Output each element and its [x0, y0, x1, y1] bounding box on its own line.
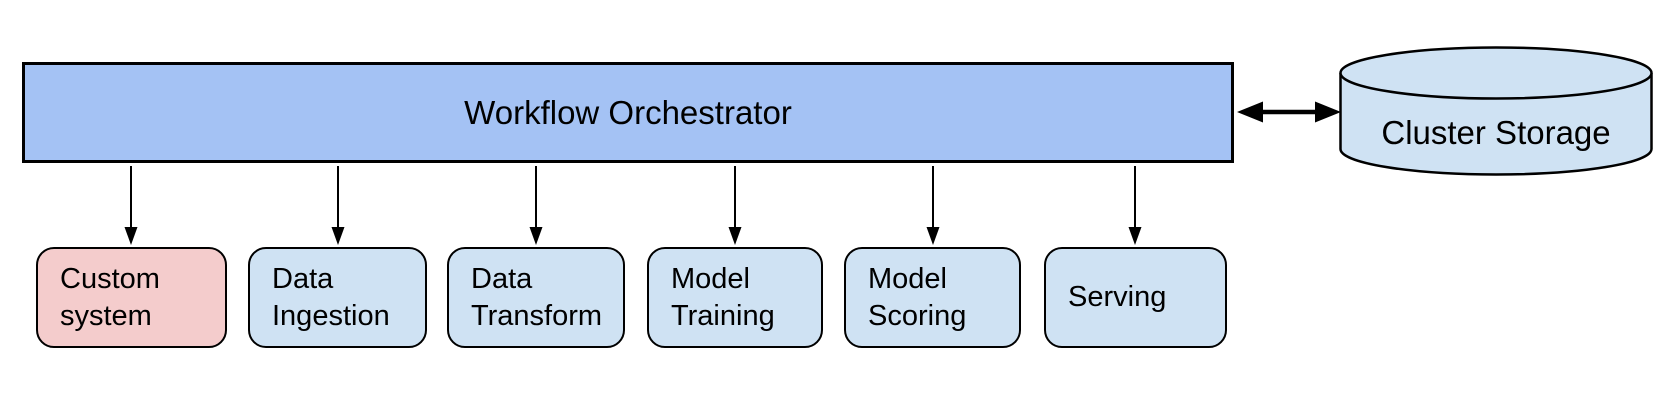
arrow-orchestrator-to-serving — [1128, 166, 1142, 245]
double-arrow-orchestrator-storage — [1237, 101, 1341, 123]
model-scoring-label: Model Scoring — [868, 262, 967, 332]
data-ingestion-label: Data Ingestion — [272, 262, 390, 332]
node-data-ingestion: Data Ingestion — [248, 247, 427, 348]
cluster-storage-label: Cluster Storage — [1381, 114, 1611, 151]
serving-label: Serving — [1068, 281, 1167, 313]
node-serving: Serving — [1044, 247, 1227, 348]
cylinder-shape — [1339, 46, 1653, 176]
node-custom-system: Custom system — [36, 247, 227, 348]
workflow-orchestrator-label: Workflow Orchestrator — [464, 93, 792, 131]
node-model-training: Model Training — [647, 247, 823, 348]
node-data-transform: Data Transform — [447, 247, 625, 348]
node-cluster-storage: Cluster Storage — [1338, 45, 1654, 177]
node-workflow-orchestrator: Workflow Orchestrator — [22, 62, 1234, 163]
custom-system-label: Custom system — [60, 262, 160, 332]
arrow-orchestrator-to-model-training — [728, 166, 742, 245]
data-transform-label: Data Transform — [471, 262, 603, 332]
node-model-scoring: Model Scoring — [844, 247, 1021, 348]
arrow-orchestrator-to-data-transform — [529, 166, 543, 245]
arrow-orchestrator-to-custom-system — [124, 166, 138, 245]
arrow-orchestrator-to-model-scoring — [926, 166, 940, 245]
model-training-label: Model Training — [671, 262, 775, 332]
arrow-orchestrator-to-data-ingestion — [331, 166, 345, 245]
